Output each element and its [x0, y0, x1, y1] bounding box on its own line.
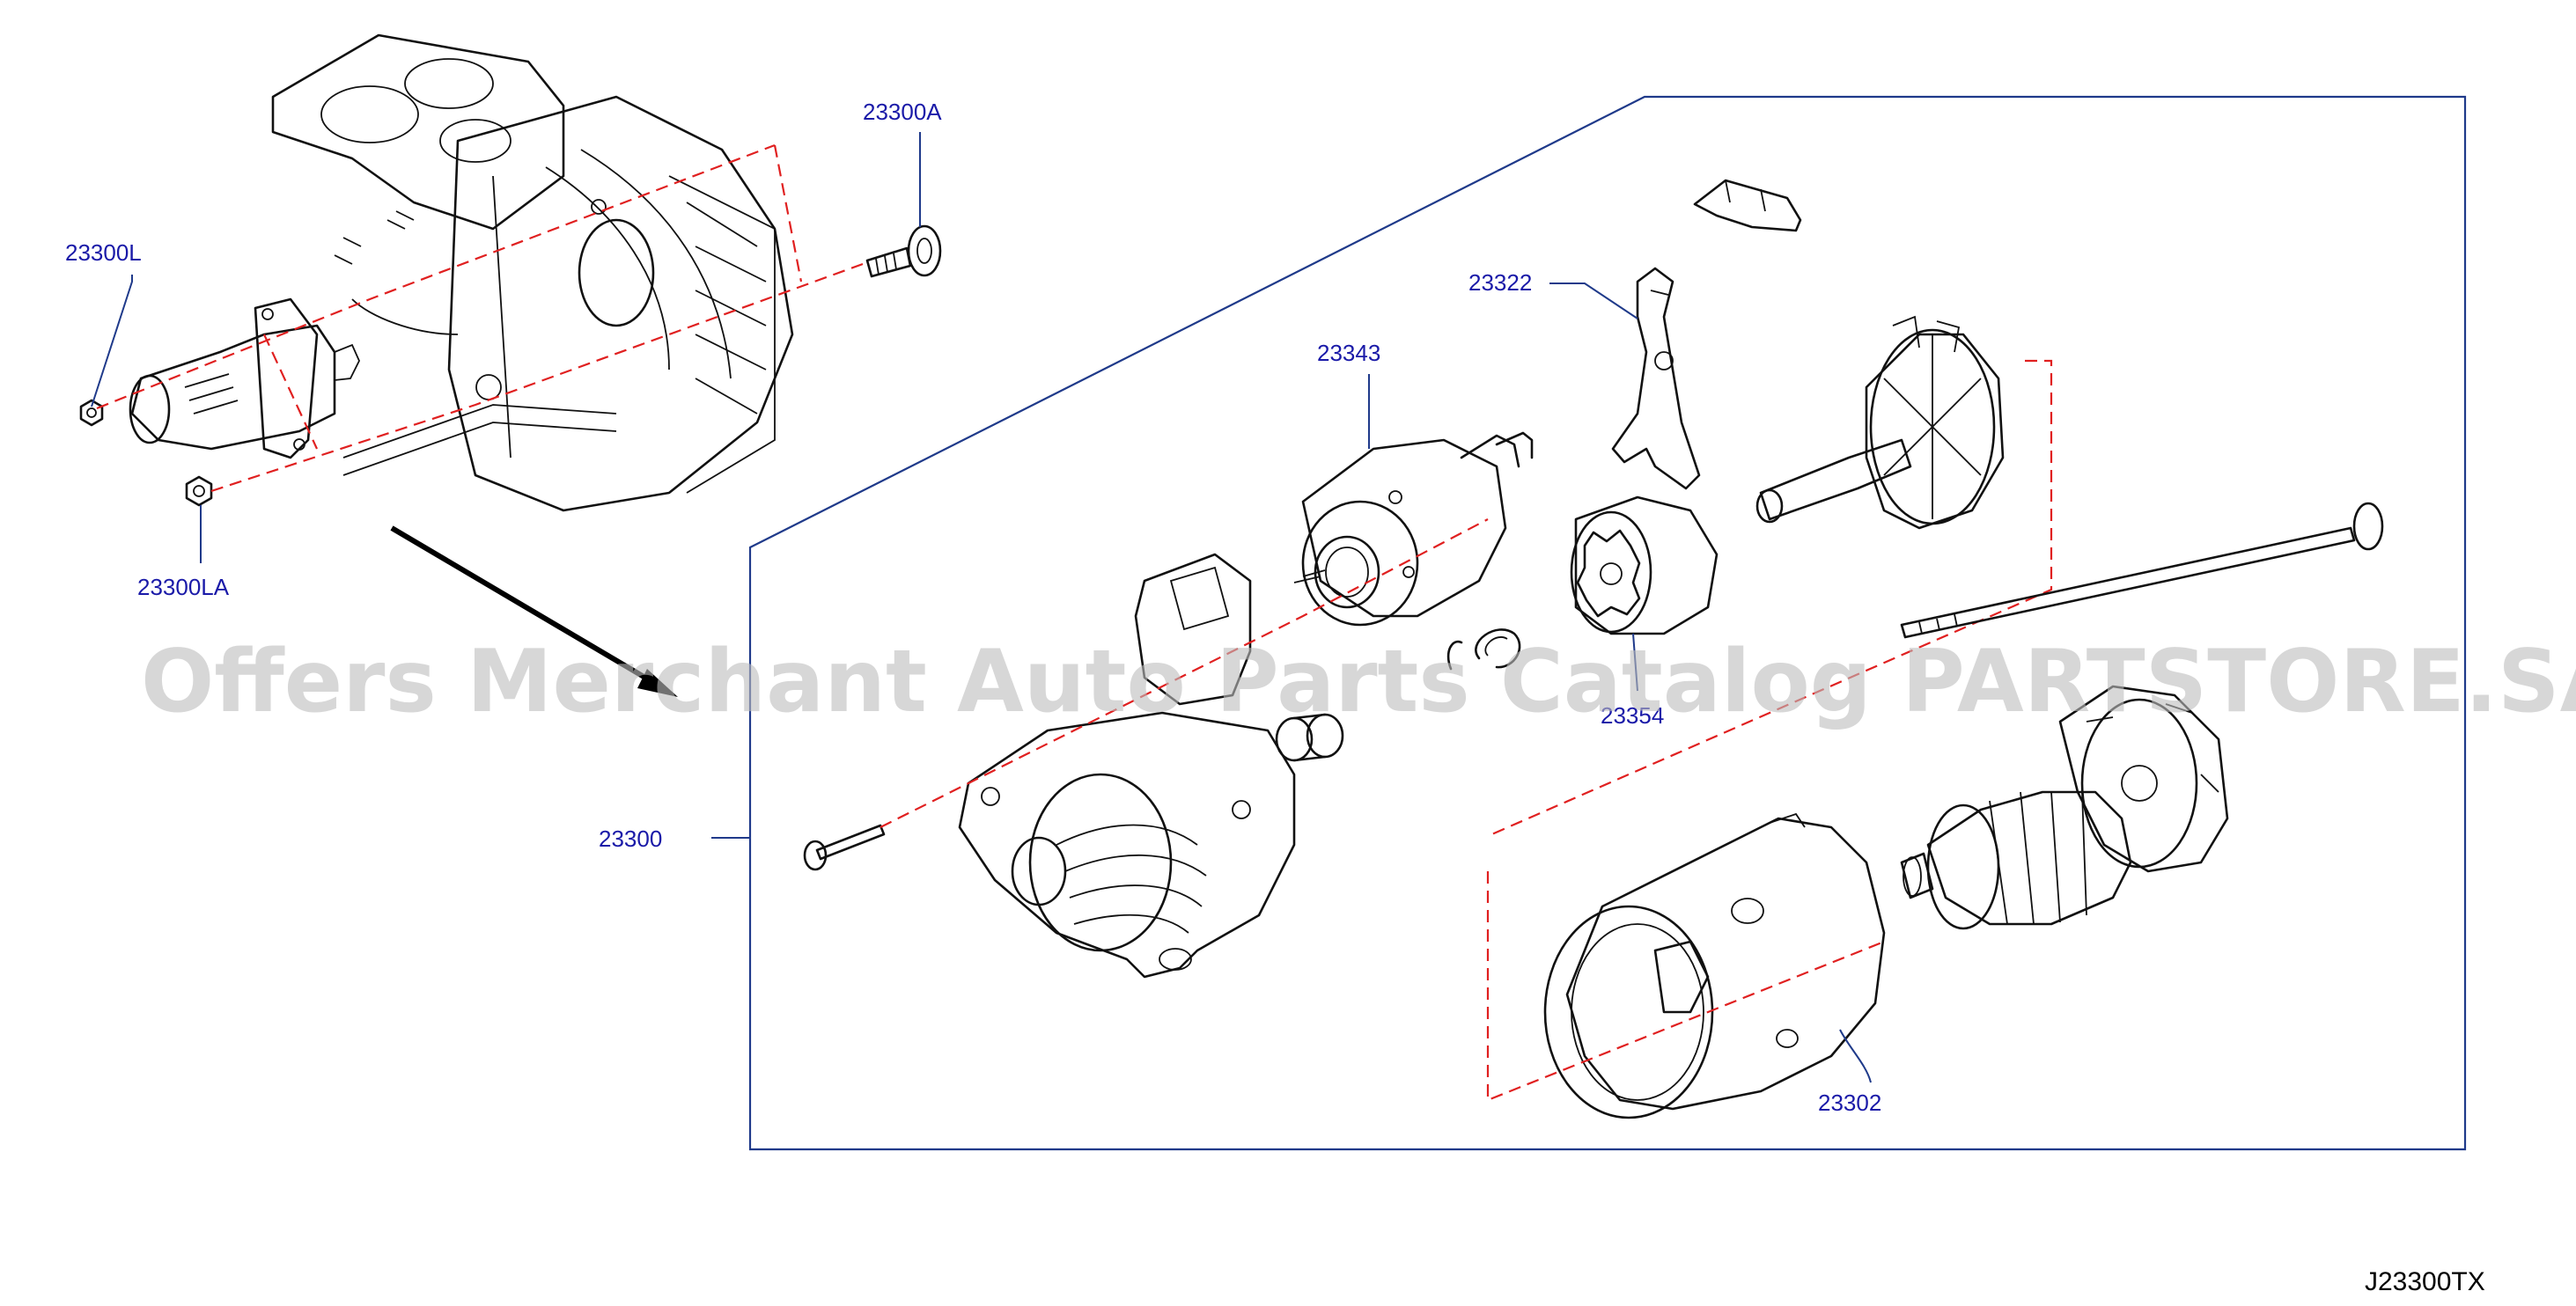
lever-retainer-clip [1693, 179, 1802, 232]
through-bolt-right [1900, 502, 2384, 639]
callout-23343: 23343 [1317, 340, 1380, 366]
through-bolt-left [803, 824, 886, 871]
alignment-lines-top-left [96, 143, 864, 493]
nut-23300LA [185, 475, 213, 507]
leader-23354 [1632, 633, 1638, 692]
leader-23302 [1839, 1029, 1872, 1083]
yoke-assembly-23302 [1543, 812, 1886, 1119]
callout-23322: 23322 [1468, 269, 1532, 296]
callout-23354: 23354 [1601, 702, 1664, 729]
exploded-view-frame [748, 95, 2467, 1151]
callout-23300LA: 23300LA [137, 574, 230, 600]
callout-23300A: 23300A [863, 99, 942, 125]
alignment-box-lower [1486, 871, 1885, 1102]
overrunning-clutch-23354 [1570, 495, 1719, 635]
front-gear-housing [958, 553, 1296, 979]
watermark-text: Offers Merchant Auto Parts Catalog PARTS… [141, 632, 2576, 732]
bolt-23300A [865, 224, 942, 278]
alignment-box-upper [1487, 359, 2053, 838]
callout-23300L: 23300L [65, 239, 142, 266]
callout-23300: 23300 [599, 825, 662, 852]
leader-23322 [1549, 282, 1638, 319]
engine-block-housing [271, 33, 794, 512]
assembly-arrow [390, 525, 678, 697]
callout-23302: 23302 [1818, 1090, 1881, 1116]
nut-23300L [79, 399, 104, 427]
snap-ring-set [1446, 628, 1521, 671]
solenoid-switch-23343 [1293, 431, 1534, 627]
leader-23300L [91, 275, 133, 407]
planetary-gear-shaft [1755, 315, 2005, 530]
installed-starter-motor [129, 297, 360, 459]
armature-and-rear-bracket [1900, 685, 2229, 930]
diagram-code: J23300TX [2365, 1267, 2485, 1296]
needle-bearing [1275, 713, 1344, 762]
shift-lever-23322 [1611, 267, 1701, 490]
alignment-line-front [880, 518, 1489, 828]
